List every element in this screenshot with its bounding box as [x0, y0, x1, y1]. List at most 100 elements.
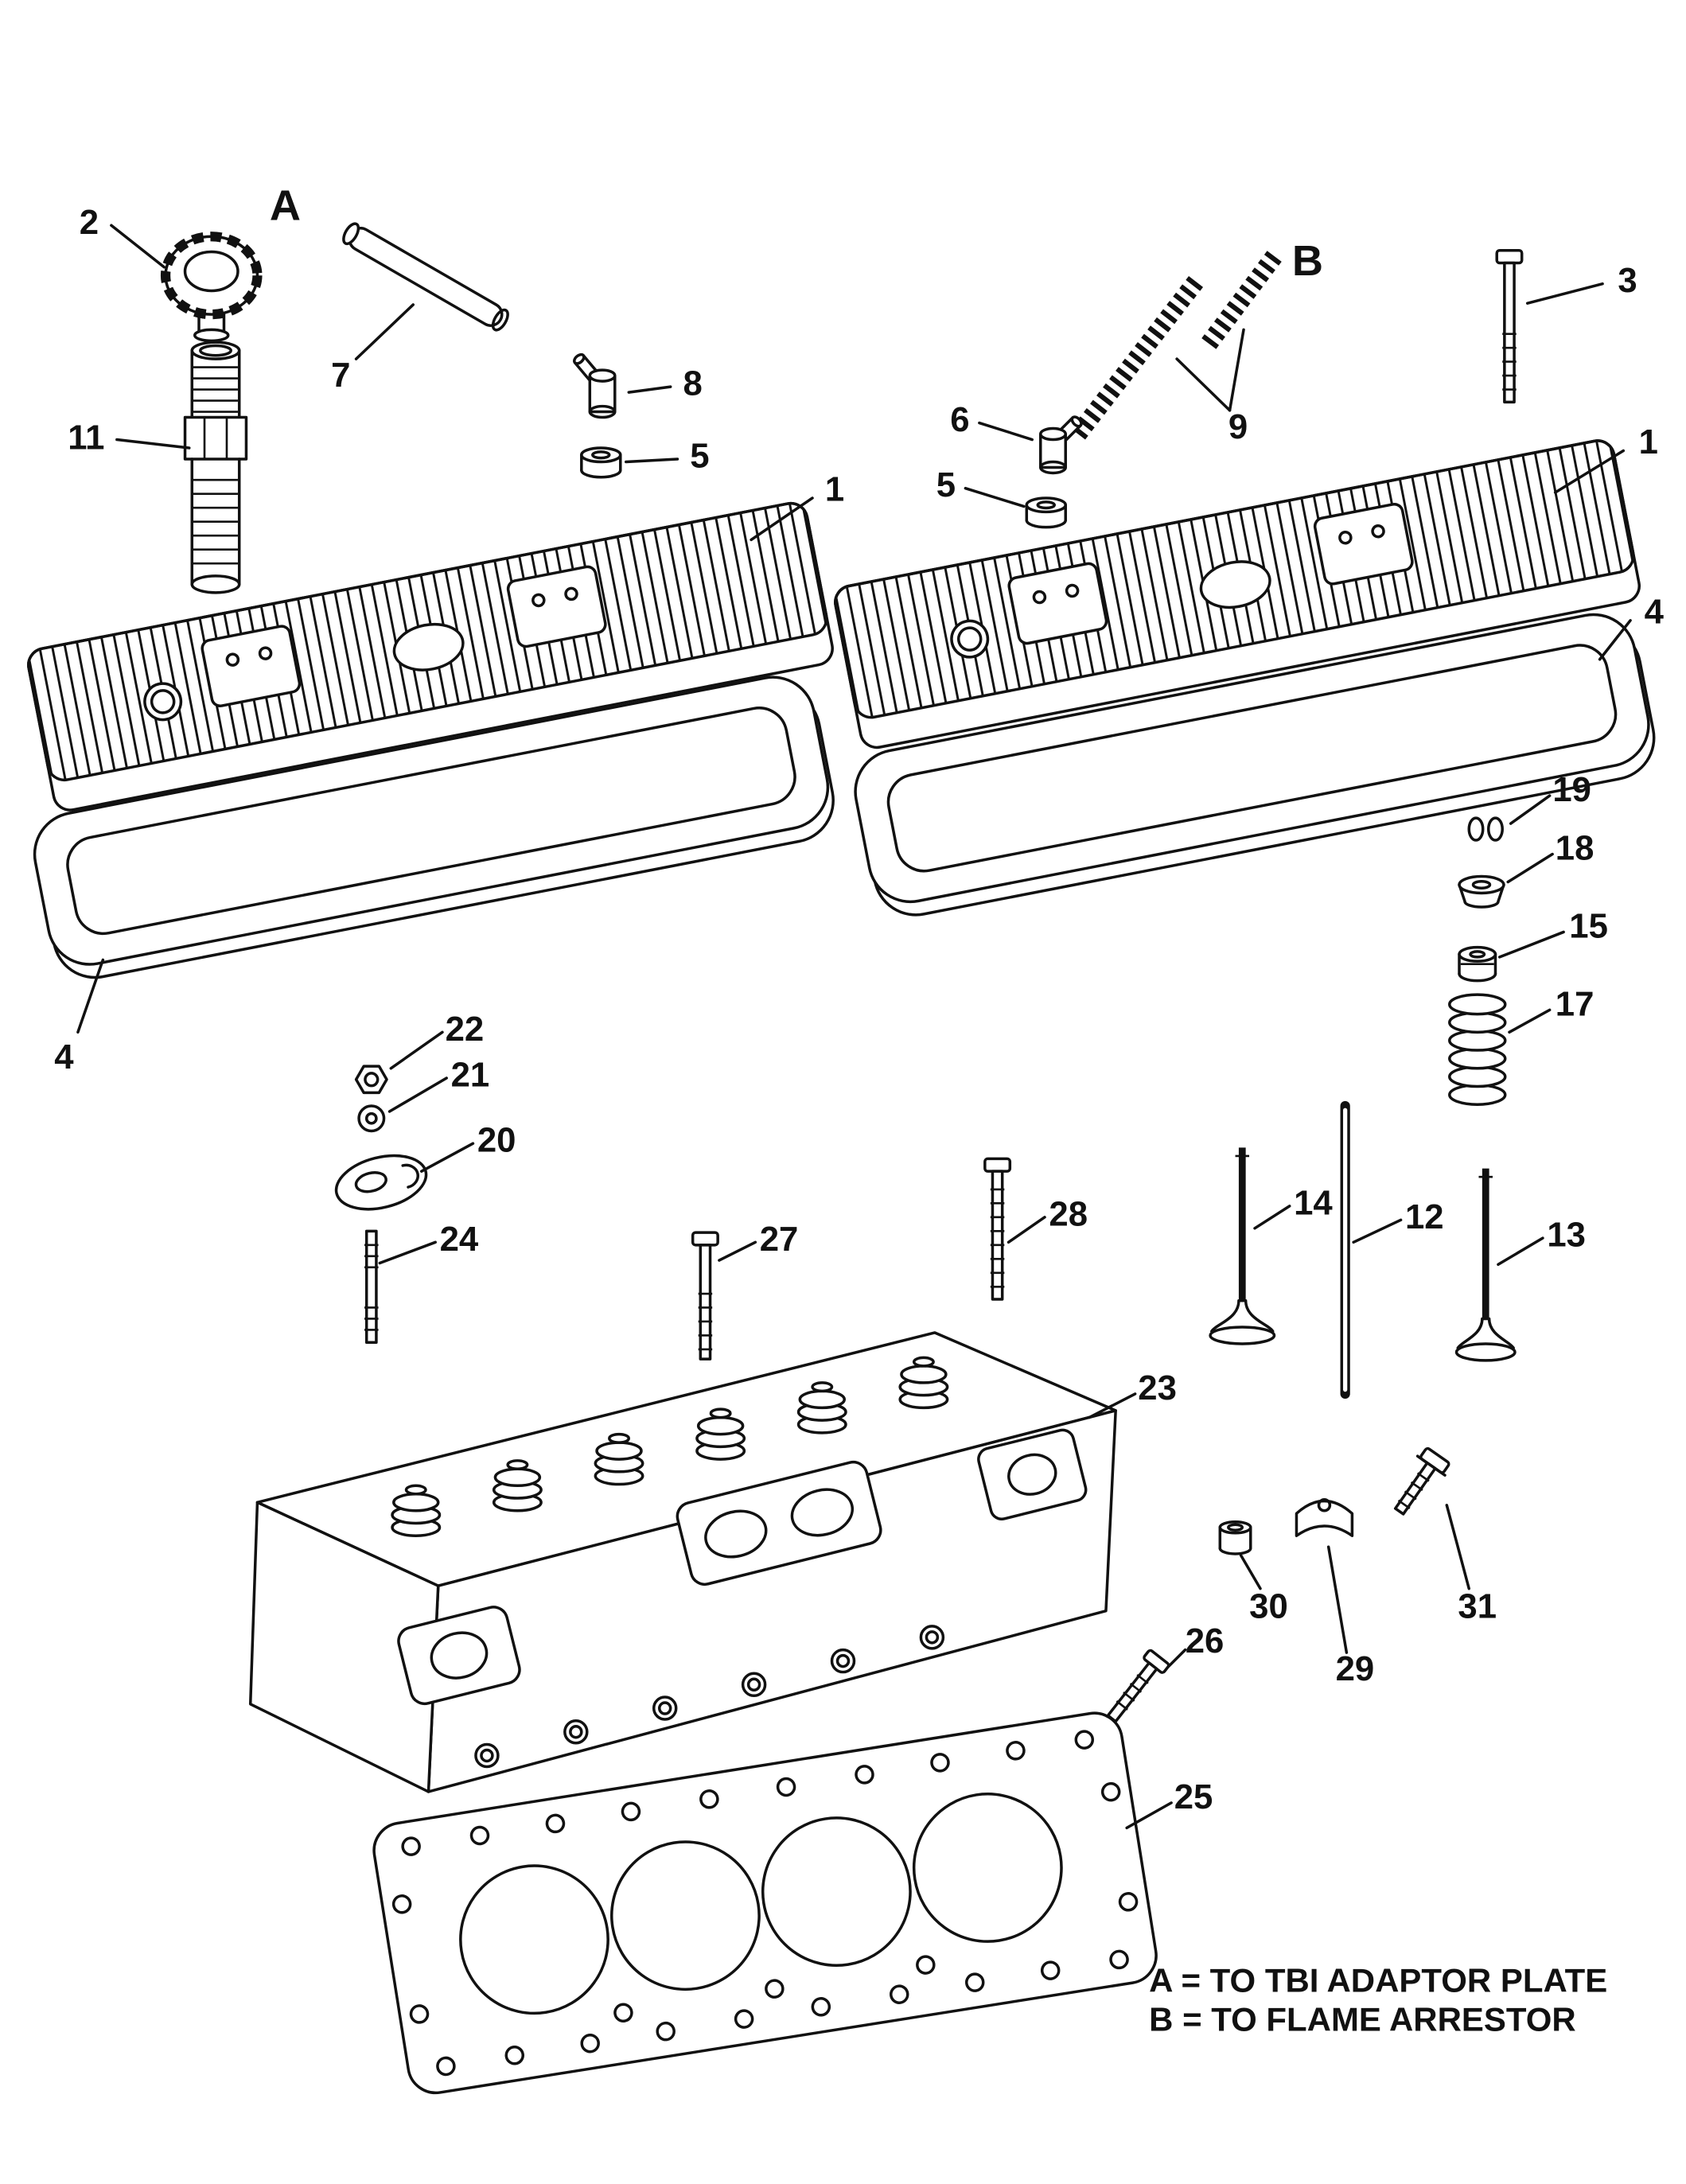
- callout-label: 26: [1186, 1621, 1225, 1660]
- callout-2: 2: [80, 203, 166, 269]
- head-bolt-27: [691, 1231, 719, 1361]
- gasket-left: [33, 675, 835, 979]
- callout-4-left: 4: [54, 958, 105, 1076]
- cover-bolt-3: [1495, 249, 1524, 404]
- callout-23: 23: [1088, 1368, 1177, 1419]
- gasket-right: [854, 613, 1656, 917]
- breather-tube: [342, 222, 509, 332]
- vent-hose-pair: [1070, 249, 1283, 440]
- callout-label: 14: [1294, 1183, 1333, 1222]
- callout-label: 19: [1552, 770, 1591, 809]
- leader-line: [1228, 328, 1245, 412]
- callout-19: 19: [1509, 770, 1591, 825]
- leader-line: [1506, 852, 1554, 884]
- callout-3: 3: [1525, 261, 1637, 305]
- callout-label: 4: [1645, 592, 1665, 631]
- callout-1-right: 1: [1553, 422, 1658, 494]
- callout-label: 15: [1569, 906, 1608, 945]
- gasket-bolt: [1106, 1649, 1170, 1723]
- callout-8: 8: [627, 364, 703, 403]
- valve-cover-right: [834, 439, 1641, 749]
- callout-22: 22: [389, 1010, 485, 1070]
- right-exhaust-port: [977, 1428, 1088, 1520]
- leader-line: [1497, 1236, 1544, 1267]
- callout-17: 17: [1508, 984, 1594, 1034]
- leader-line: [1125, 1801, 1173, 1830]
- callout-7: 7: [331, 303, 415, 395]
- head-bolt-28: [983, 1157, 1012, 1301]
- valve-keepers: [1467, 816, 1504, 842]
- leader-line: [76, 958, 105, 1034]
- callout-6: 6: [950, 400, 1034, 442]
- callout-label: 30: [1249, 1586, 1288, 1625]
- callout-29: 29: [1326, 1545, 1375, 1688]
- leader-line: [354, 303, 415, 360]
- valve-stem-seal: [1458, 945, 1497, 983]
- elbow-fitting-left: [573, 352, 617, 419]
- callout-label: 21: [451, 1056, 490, 1095]
- callout-30: 30: [1239, 1553, 1288, 1625]
- callout-label: 17: [1556, 984, 1594, 1023]
- legend: A = TO TBI ADAPTOR PLATE B = TO FLAME AR…: [1149, 1962, 1607, 2038]
- callout-14: 14: [1253, 1183, 1333, 1230]
- callout-18: 18: [1506, 829, 1594, 884]
- leader-line: [1175, 357, 1232, 412]
- callout-label: 5: [690, 436, 709, 475]
- callout-label: 18: [1556, 829, 1594, 868]
- center-exhaust-port: [676, 1460, 882, 1586]
- callout-label: 1: [825, 469, 844, 508]
- leader-line: [1352, 1218, 1403, 1244]
- callout-11: 11: [68, 419, 191, 457]
- callout-21: 21: [387, 1056, 490, 1113]
- elbow-fitting-right: [1039, 415, 1083, 475]
- leader-line: [420, 1142, 475, 1173]
- callout-label: 24: [440, 1220, 479, 1259]
- callout-13: 13: [1497, 1216, 1586, 1267]
- callout-27: 27: [718, 1220, 799, 1262]
- callout-label: 5: [936, 465, 956, 504]
- head-gasket: [372, 1711, 1158, 2095]
- oil-fill-tube: [183, 341, 248, 594]
- rocker-stud: [364, 1229, 379, 1344]
- lifter-bushing: [1218, 1520, 1252, 1555]
- leader-line: [1239, 1553, 1262, 1590]
- leader-line: [718, 1240, 757, 1262]
- legend-line-a: A = TO TBI ADAPTOR PLATE: [1149, 1962, 1607, 1999]
- callout-label: 25: [1174, 1777, 1213, 1816]
- callout-label: 23: [1138, 1368, 1177, 1407]
- callout-label: 27: [760, 1220, 799, 1259]
- leader-line: [1088, 1392, 1137, 1419]
- callout-31: 31: [1445, 1504, 1497, 1625]
- section-label-b: B: [1292, 237, 1323, 285]
- leader-line: [1553, 449, 1626, 494]
- callout-label: 28: [1049, 1194, 1088, 1233]
- callout-label: 20: [477, 1121, 516, 1160]
- leader-line: [110, 224, 166, 269]
- cylinder-head: [248, 1331, 1117, 1793]
- leader-line: [378, 1240, 437, 1265]
- callout-4-right: 4: [1598, 592, 1665, 661]
- valve-cover-left: [27, 501, 834, 812]
- leader-line: [978, 421, 1034, 442]
- left-exhaust-port: [397, 1606, 521, 1706]
- grommet-right: [1025, 496, 1067, 529]
- callout-label: 1: [1639, 422, 1658, 461]
- leader-line: [750, 496, 814, 542]
- leader-line: [1326, 1545, 1349, 1654]
- callout-label: 29: [1336, 1649, 1375, 1688]
- callout-25: 25: [1125, 1777, 1213, 1830]
- grommet-left: [580, 446, 622, 479]
- callout-label: 22: [446, 1010, 485, 1049]
- leader-line: [389, 1030, 444, 1070]
- section-label-a: A: [270, 181, 301, 229]
- callout-label: 31: [1458, 1586, 1497, 1625]
- spring-retainer: [1458, 874, 1505, 909]
- clamp-bolt: [1393, 1446, 1450, 1516]
- callout-12: 12: [1352, 1197, 1444, 1244]
- leader-line: [1253, 1205, 1291, 1230]
- callout-15: 15: [1497, 906, 1608, 959]
- oil-fill-cap: [160, 232, 263, 343]
- callout-26: 26: [1166, 1621, 1225, 1668]
- callout-label: 9: [1228, 407, 1248, 446]
